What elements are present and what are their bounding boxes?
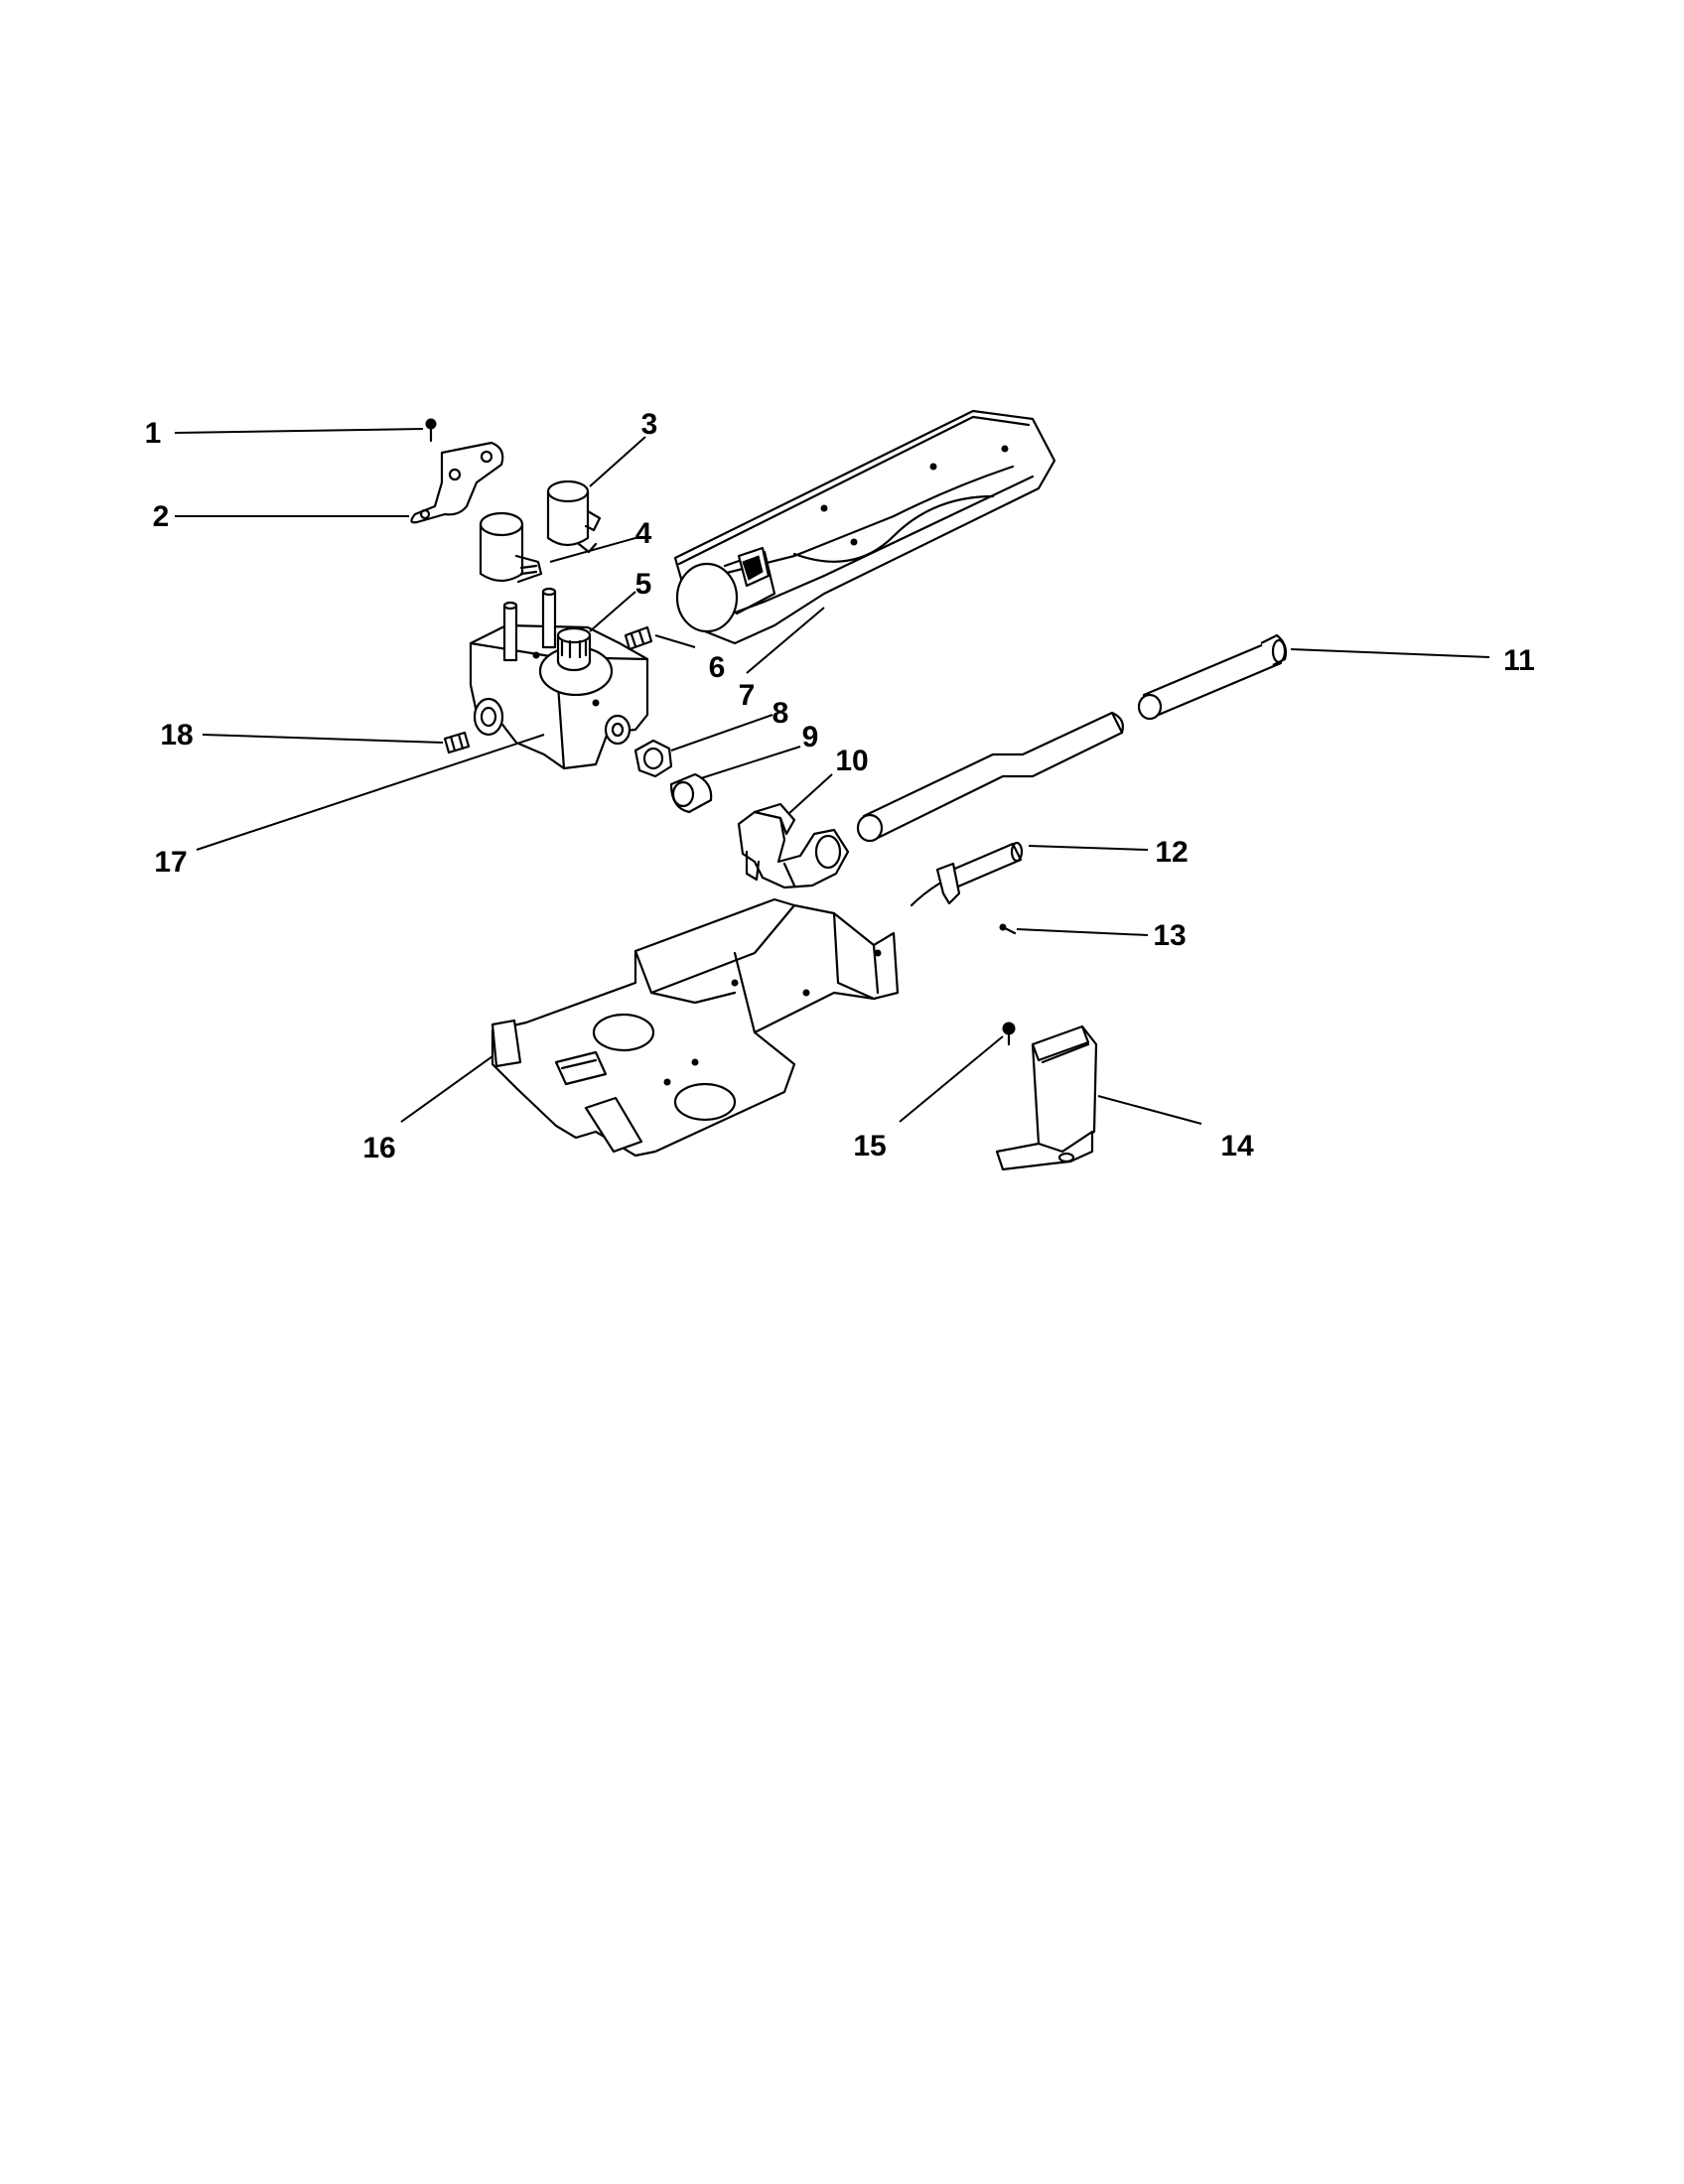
callout-1: 1 [145,417,162,450]
part-3-solenoid-coil [546,479,602,554]
part-4-solenoid-coil [479,511,543,584]
part-7-trough-housing [673,409,1056,645]
part-14-l-bracket [995,1024,1098,1171]
part-12-heater-tube [910,841,1024,907]
callout-4: 4 [635,517,652,550]
callout-8: 8 [772,697,789,730]
callout-16: 16 [362,1132,395,1164]
part-15-screw [1002,1022,1016,1046]
callout-15: 15 [853,1130,886,1162]
callout-3: 3 [641,408,658,441]
part-9-insert [669,772,713,814]
callout-13: 13 [1153,919,1186,952]
part-1-screw [425,418,437,443]
part-17-valve-body [469,587,649,770]
callout-17: 17 [154,846,187,879]
callout-labels: 1 2 3 4 5 6 7 8 9 10 11 12 13 14 15 16 1… [145,408,1535,1164]
callout-11: 11 [1503,644,1535,677]
part-8-nut [633,739,673,778]
callout-2: 2 [153,500,170,533]
part-18-plug [443,731,471,754]
part-11-tubing [856,633,1288,843]
callout-18: 18 [160,719,193,751]
callout-6: 6 [709,651,726,684]
part-2-bracket [410,441,504,524]
callout-14: 14 [1220,1130,1254,1162]
leader-lines [174,428,1490,1125]
callout-10: 10 [835,745,868,777]
part-6-plug [624,625,653,651]
callout-5: 5 [635,568,652,601]
callout-7: 7 [739,679,756,712]
part-10-elbow-fitting [737,802,850,889]
part-16-mounting-plate [491,897,900,1158]
part-13-screw [999,923,1017,935]
callout-12: 12 [1155,836,1188,869]
callout-9: 9 [802,721,819,753]
